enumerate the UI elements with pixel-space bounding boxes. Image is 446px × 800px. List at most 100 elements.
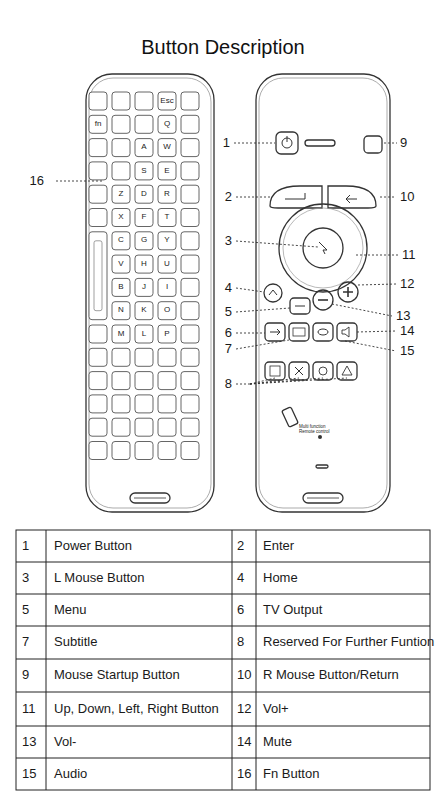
table-cell: 13 (22, 735, 36, 749)
key (158, 348, 176, 366)
table-cell: 12 (237, 702, 251, 716)
table-cell: Audio (54, 767, 87, 781)
key (158, 278, 176, 296)
key (181, 255, 199, 273)
key (158, 325, 176, 343)
table-cell: Mute (263, 735, 292, 749)
key-label: W (163, 143, 171, 152)
table-cell: 14 (237, 735, 251, 749)
key (89, 442, 107, 460)
key (181, 442, 199, 460)
table-cell: L Mouse Button (54, 571, 145, 585)
callout-number: 3 (225, 234, 232, 248)
key (181, 418, 199, 436)
table-cell: Home (263, 571, 298, 585)
key-label: B (118, 283, 123, 292)
callout-number: 8 (225, 377, 232, 391)
key (181, 209, 199, 227)
key (112, 139, 130, 157)
key-label: F (142, 213, 147, 222)
key-label: M (118, 330, 125, 339)
key (112, 372, 130, 390)
key-label: L (142, 330, 146, 339)
key (158, 418, 176, 436)
table-cell: Fn Button (263, 767, 319, 781)
key-label: V (118, 260, 123, 269)
key-label: E (164, 167, 169, 176)
key (158, 92, 176, 110)
leader-line (56, 143, 398, 384)
title: Button Description (0, 36, 446, 59)
key (135, 395, 153, 413)
key (181, 395, 199, 413)
table-cell: 10 (237, 668, 251, 682)
key-label: H (141, 260, 147, 269)
key-label: N (118, 306, 124, 315)
key (181, 162, 199, 180)
remote-body (86, 74, 214, 512)
table-cell: 2 (237, 539, 244, 553)
callout-number: 6 (225, 326, 232, 340)
table-grid (16, 530, 430, 790)
key (89, 209, 107, 227)
space-key (89, 232, 107, 320)
callout-number: 7 (225, 342, 232, 356)
key-label: P (164, 330, 169, 339)
key (89, 325, 107, 343)
table-cell: 6 (237, 603, 244, 617)
key (181, 278, 199, 296)
key (158, 139, 176, 157)
callout-number: 1 (223, 136, 230, 150)
callout-number: 10 (400, 190, 414, 204)
table-cell: 11 (22, 702, 36, 716)
key (158, 302, 176, 320)
key (181, 185, 199, 203)
table-cell: R Mouse Button/Return (263, 668, 399, 682)
key (135, 92, 153, 110)
callout-number: 2 (225, 190, 232, 204)
key-label: fn (95, 120, 102, 129)
callout-number: 5 (225, 305, 232, 319)
key-label: X (118, 213, 123, 222)
key (135, 325, 153, 343)
table-cell: 4 (237, 571, 244, 585)
key (89, 185, 107, 203)
remote-body (256, 74, 390, 512)
key (135, 185, 153, 203)
key (89, 115, 107, 133)
key (89, 139, 107, 157)
callout-number: 11 (402, 248, 416, 262)
key (135, 302, 153, 320)
callout-number: 12 (400, 277, 414, 291)
key (112, 92, 130, 110)
key (181, 348, 199, 366)
key-label: J (142, 283, 146, 292)
key-label: Y (164, 236, 169, 245)
key (181, 115, 199, 133)
key (181, 232, 199, 250)
table-cell: 3 (22, 571, 29, 585)
key (112, 442, 130, 460)
table-cell: TV Output (263, 603, 322, 617)
table-cell: 8 (237, 635, 244, 649)
key (135, 278, 153, 296)
table-cell: Up, Down, Left, Right Button (54, 702, 219, 716)
table-cell: Vol+ (263, 702, 289, 716)
key (135, 255, 153, 273)
table-cell: 1 (22, 539, 29, 553)
key (112, 348, 130, 366)
callout-number: 14 (400, 324, 414, 338)
key (158, 185, 176, 203)
key (135, 232, 153, 250)
key-label: T (165, 213, 170, 222)
key (135, 209, 153, 227)
key-label: A (141, 143, 146, 152)
key (112, 209, 130, 227)
table-cell: 9 (22, 668, 29, 682)
table-cell: Enter (263, 539, 294, 553)
table-cell: 16 (237, 767, 251, 781)
key (135, 139, 153, 157)
key-label: U (164, 260, 170, 269)
callout-number: 4 (225, 281, 232, 295)
